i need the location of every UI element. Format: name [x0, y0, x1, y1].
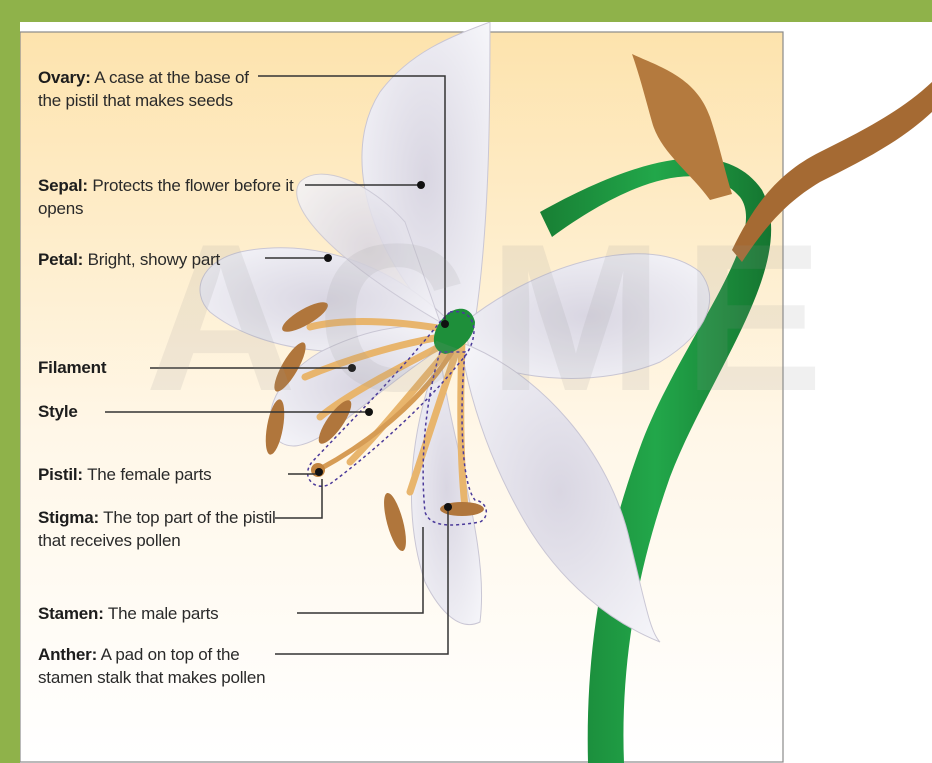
- stigma-label: Stigma: The top part of the pistil that …: [38, 506, 278, 552]
- stamen-label: Stamen: The male parts: [38, 602, 308, 625]
- frame-border-left: [0, 0, 20, 763]
- anther-label: Anther: A pad on top of the stamen stalk…: [38, 643, 278, 689]
- petal-label: Petal: Bright, showy part: [38, 248, 268, 271]
- style-label: Style: [38, 400, 118, 423]
- ovary-label: Ovary: A case at the base of the pistil …: [38, 66, 268, 112]
- diagram-panel: ACME Ovary: A case at the base of the pi…: [20, 22, 932, 763]
- pistil-label: Pistil: The female parts: [38, 463, 298, 486]
- frame-border-top: [0, 0, 932, 22]
- filament-label: Filament: [38, 356, 158, 379]
- sepal-label: Sepal: Protects the flower before it ope…: [38, 174, 308, 220]
